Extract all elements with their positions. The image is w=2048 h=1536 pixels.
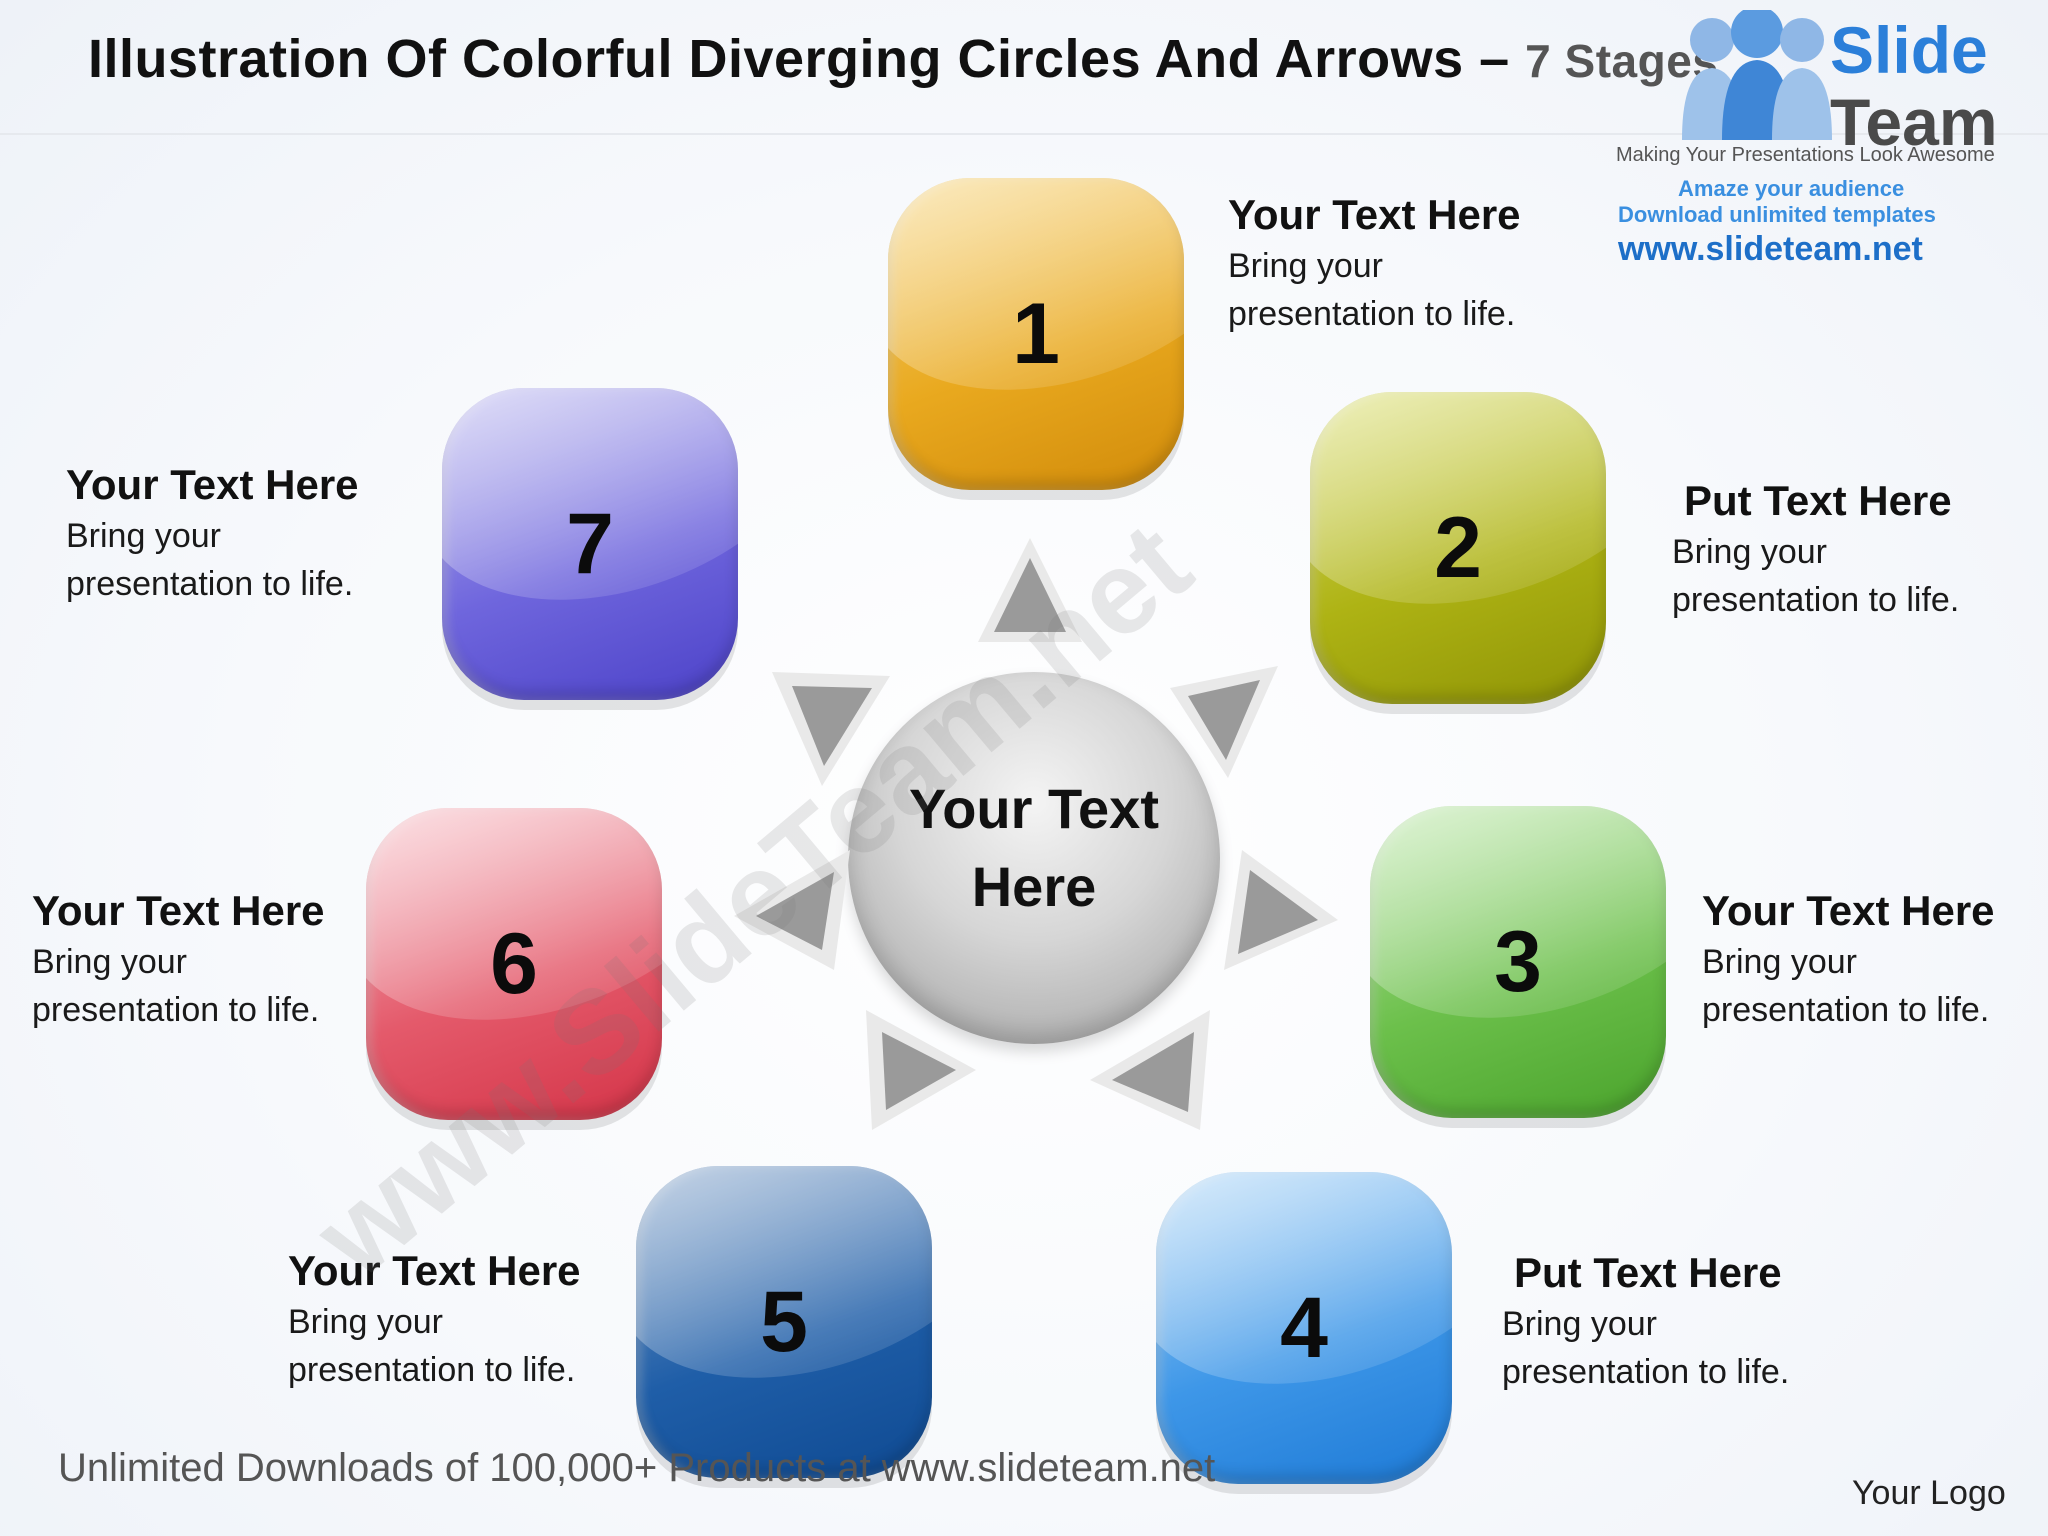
your-logo-placeholder: Your Logo [1852,1474,2006,1512]
arrow-to-stage-5-icon [866,1010,976,1130]
logo-brand-slide: Slide [1830,13,1988,87]
stage-3-tile[interactable]: 3 [1370,806,1666,1118]
stage-2-number: 2 [1434,499,1482,596]
stage-1-tile[interactable]: 1 [888,178,1184,490]
stage-5-tile[interactable]: 5 [636,1166,932,1478]
stage-6-body-line-1: Bring your [32,943,187,981]
stage-5-body-line-2: presentation to life. [288,1351,576,1389]
arrow-to-stage-7-icon [772,672,890,786]
center-hub-text[interactable]: Your Text Here [848,770,1220,926]
stage-6-heading: Your Text Here [32,887,325,934]
people-icon [1682,10,1832,140]
arrow-to-stage-4-icon [1090,1010,1210,1130]
stage-2-body-line-1: Bring your [1672,533,1827,571]
stage-6-caption[interactable]: Your Text Here Bring your presentation t… [32,884,325,1034]
stage-3-body-line-1: Bring your [1702,943,1857,981]
stage-3-caption[interactable]: Your Text Here Bring your presentation t… [1702,884,1995,1034]
page-title: Illustration Of Colorful Diverging Circl… [88,28,1718,90]
stage-1-body-line-1: Bring your [1228,247,1383,285]
title-suffix: 7 Stages [1525,35,1719,87]
stage-2-caption[interactable]: Put Text Here Bring your presentation to… [1672,474,1959,624]
arrow-to-stage-6-icon [734,850,850,970]
stage-3-heading: Your Text Here [1702,887,1995,934]
slideteam-logo[interactable]: Slide Team Making Your Presentations Loo… [1600,6,2020,268]
title-divider [0,133,2048,135]
stage-2-heading: Put Text Here [1684,477,1952,524]
stage-7-tile[interactable]: 7 [442,388,738,700]
stage-6-number: 6 [490,915,538,1012]
logo-promo-1: Amaze your audience [1678,176,1905,201]
stage-3-number: 3 [1494,913,1542,1010]
hub-line-1: Your Text [909,777,1159,840]
arrow-to-stage-1-icon [978,538,1082,642]
stage-2-body-line-2: presentation to life. [1672,581,1960,619]
hub-line-2: Here [971,855,1097,918]
logo-tagline: Making Your Presentations Look Awesome [1616,144,1995,166]
stage-4-tile[interactable]: 4 [1156,1172,1452,1484]
stage-7-number: 7 [566,495,614,592]
stage-5-caption[interactable]: Your Text Here Bring your presentation t… [288,1244,581,1394]
stage-4-heading: Put Text Here [1514,1249,1782,1296]
stage-1-number: 1 [1012,285,1060,382]
stage-7-body-line-2: presentation to life. [66,565,354,603]
stage-7-caption[interactable]: Your Text Here Bring your presentation t… [66,458,359,608]
logo-brand-team: Team [1830,85,1998,159]
arrow-to-stage-2-icon [1170,666,1278,778]
footer-downloads-text[interactable]: Unlimited Downloads of 100,000+ Products… [58,1446,1216,1490]
stage-7-body-line-1: Bring your [66,517,221,555]
stage-5-heading: Your Text Here [288,1247,581,1294]
stage-4-body-line-2: presentation to life. [1502,1353,1790,1391]
logo-url-link[interactable]: www.slideteam.net [1618,230,1923,268]
stage-5-number: 5 [760,1273,808,1370]
arrow-to-stage-3-icon [1224,850,1338,970]
stage-5-body-line-1: Bring your [288,1303,443,1341]
stage-1-caption[interactable]: Your Text Here Bring your presentation t… [1228,188,1521,338]
title-main: Illustration Of Colorful Diverging Circl… [88,29,1526,89]
stage-7-heading: Your Text Here [66,461,359,508]
stage-4-body-line-1: Bring your [1502,1305,1657,1343]
stage-1-body-line-2: presentation to life. [1228,295,1516,333]
stage-4-number: 4 [1280,1279,1328,1376]
stage-1-heading: Your Text Here [1228,191,1521,238]
center-hub-circle[interactable] [848,672,1220,1044]
logo-promo-2: Download unlimited templates [1618,202,1936,227]
stage-3-body-line-2: presentation to life. [1702,991,1990,1029]
stage-6-tile[interactable]: 6 [366,808,662,1120]
stage-6-body-line-2: presentation to life. [32,991,320,1029]
stage-4-caption[interactable]: Put Text Here Bring your presentation to… [1502,1246,1789,1396]
stage-2-tile[interactable]: 2 [1310,392,1606,704]
